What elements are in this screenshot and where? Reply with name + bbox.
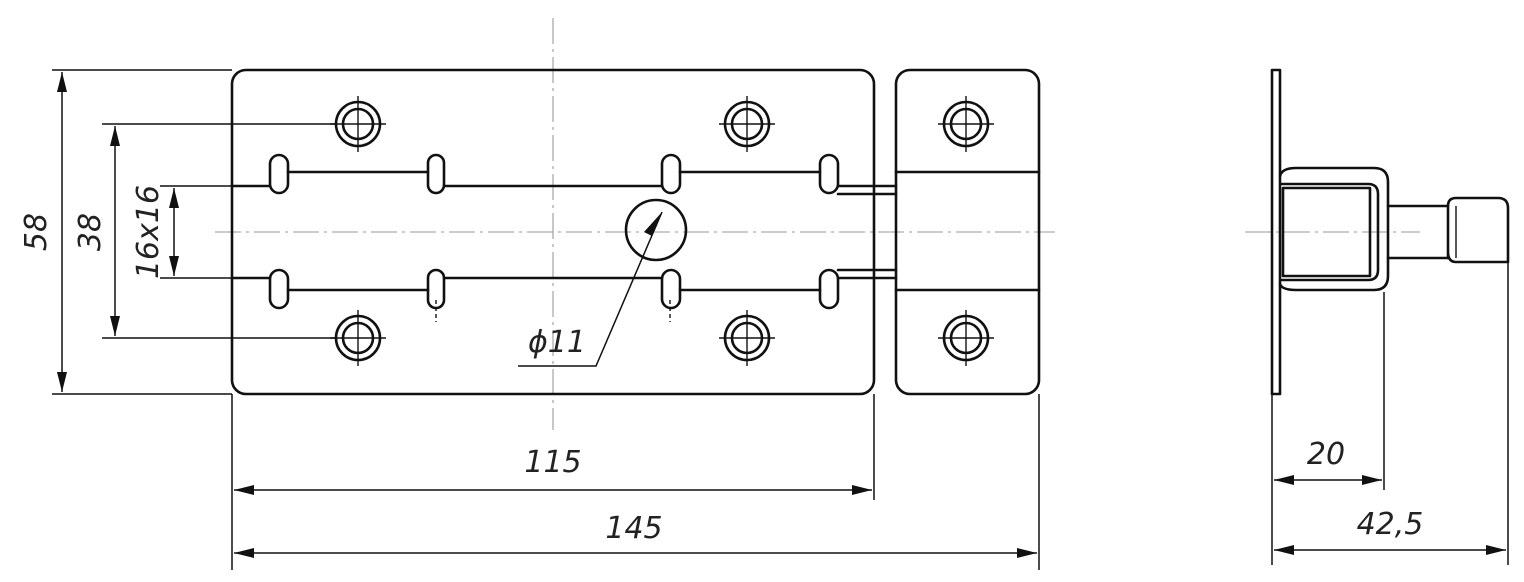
dim-label-42-5: 42,5 — [1357, 507, 1424, 542]
side-view: 20 42,5 — [1245, 68, 1510, 565]
front-view: 58 38 16x16 ϕ11 115 145 — [19, 18, 1055, 570]
side-plate — [1270, 68, 1282, 396]
screw-hole — [719, 96, 775, 152]
screw-hole — [719, 310, 775, 366]
dim-label-38: 38 — [73, 213, 108, 251]
base-plate — [230, 68, 876, 396]
guide-tabs — [268, 153, 840, 322]
side-bolt-section — [1281, 186, 1372, 278]
dim-label-16x16: 16x16 — [131, 185, 166, 279]
bolt-knob — [624, 198, 688, 262]
screw-hole — [330, 310, 386, 366]
side-channel — [1278, 166, 1390, 292]
screw-hole — [938, 96, 994, 152]
dim-label-145: 145 — [605, 511, 662, 546]
side-knob — [1446, 196, 1510, 264]
screw-hole — [938, 310, 994, 366]
bolt — [230, 170, 1041, 292]
screw-hole — [330, 96, 386, 152]
diameter-leader — [518, 211, 663, 367]
screw-holes — [330, 96, 994, 366]
dim-label-115: 115 — [524, 445, 581, 480]
strike-plate — [894, 68, 1041, 396]
dim-label-20: 20 — [1307, 437, 1345, 472]
dim-label-diameter: ϕ11 — [528, 325, 586, 360]
dim-label-58: 58 — [19, 213, 54, 251]
side-channel-inner — [1280, 182, 1380, 282]
